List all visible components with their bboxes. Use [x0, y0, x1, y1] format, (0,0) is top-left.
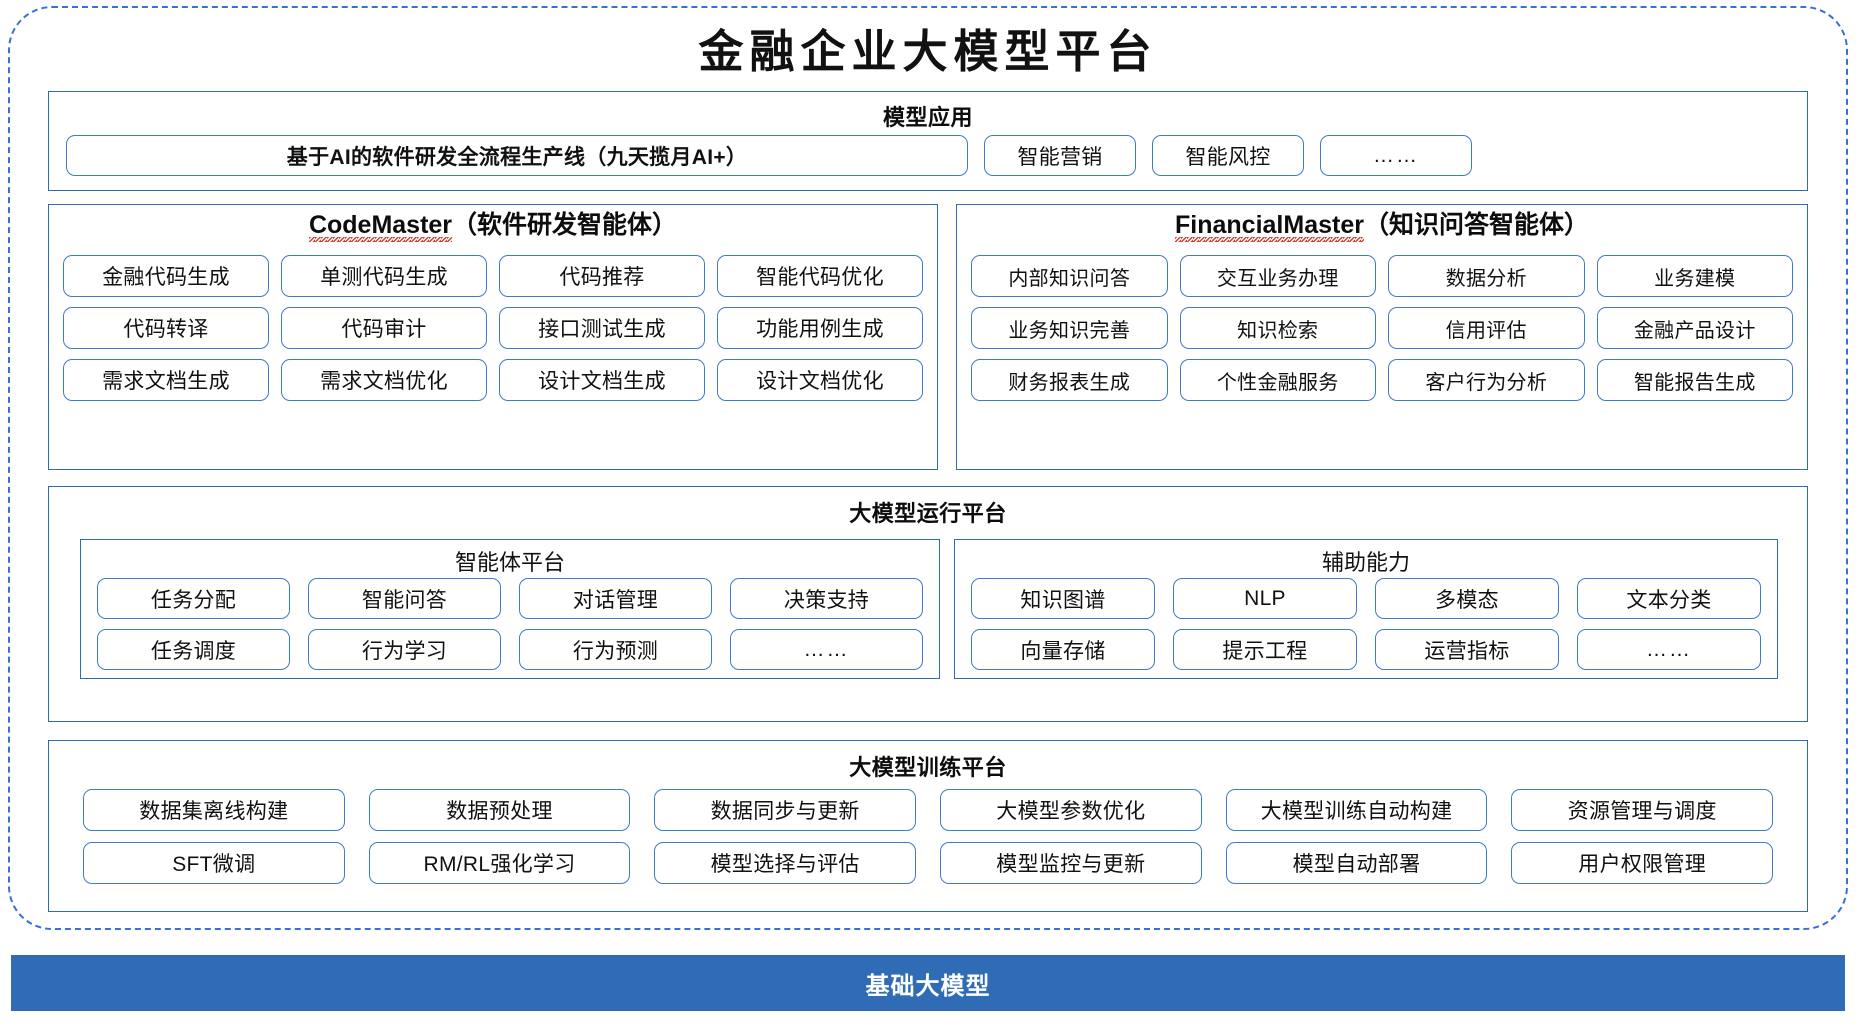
agent-name-en-financialmaster: FinancialMaster [1175, 211, 1364, 242]
financialmaster-pill-1-2[interactable]: 交互业务办理 [1179, 255, 1376, 297]
section-financialmaster: FinancialMaster（知识问答智能体） 内部知识问答 交互业务办理 数… [956, 204, 1808, 470]
codemaster-row-1: 金融代码生成 单测代码生成 代码推荐 智能代码优化 [63, 255, 923, 297]
agent-platform-pill-2-2[interactable]: 行为学习 [308, 629, 501, 670]
agent-platform-row-2: 任务调度 行为学习 行为预测 …… [97, 629, 923, 670]
financialmaster-pill-2-2[interactable]: 知识检索 [1179, 307, 1376, 349]
app-pill-primary[interactable]: 基于AI的软件研发全流程生产线（九天揽月AI+） [66, 135, 968, 176]
aux-capability-pill-2-4[interactable]: …… [1577, 629, 1761, 670]
aux-capability-pill-1-1[interactable]: 知识图谱 [971, 578, 1155, 619]
financialmaster-pill-3-3[interactable]: 客户行为分析 [1388, 359, 1585, 401]
agent-platform-pill-2-1[interactable]: 任务调度 [97, 629, 290, 670]
aux-capability-pill-1-4[interactable]: 文本分类 [1577, 578, 1761, 619]
agent-name-cn-codemaster: （软件研发智能体） [452, 211, 678, 239]
agent-platform-pill-1-1[interactable]: 任务分配 [97, 578, 290, 619]
training-platform-grid: 数据集离线构建 数据预处理 数据同步与更新 大模型参数优化 大模型训练自动构建 … [83, 789, 1774, 884]
financialmaster-pill-1-1[interactable]: 内部知识问答 [971, 255, 1168, 297]
agent-platform-pill-1-2[interactable]: 智能问答 [308, 578, 501, 619]
section-title-model-application: 模型应用 [882, 105, 973, 130]
panel-agent-platform: 智能体平台 任务分配 智能问答 对话管理 决策支持 任务调度 行为学习 行为预测… [80, 539, 940, 679]
financialmaster-grid: 内部知识问答 交互业务办理 数据分析 业务建模 业务知识完善 知识检索 信用评估… [971, 255, 1793, 401]
codemaster-grid: 金融代码生成 单测代码生成 代码推荐 智能代码优化 代码转译 代码审计 接口测试… [63, 255, 923, 401]
training-pill-1-1[interactable]: 数据集离线构建 [83, 789, 345, 831]
training-pill-2-6[interactable]: 用户权限管理 [1511, 842, 1774, 884]
agent-platform-pill-2-4[interactable]: …… [730, 629, 923, 670]
aux-capability-row-1: 知识图谱 NLP 多模态 文本分类 [971, 578, 1761, 619]
financialmaster-pill-3-2[interactable]: 个性金融服务 [1179, 359, 1376, 401]
training-pill-1-4[interactable]: 大模型参数优化 [940, 789, 1202, 831]
codemaster-pill-2-2[interactable]: 代码审计 [281, 307, 487, 349]
agent-name-cn-financialmaster: （知识问答智能体） [1363, 211, 1589, 239]
aux-capability-pill-2-2[interactable]: 提示工程 [1173, 629, 1357, 670]
aux-capability-pill-2-3[interactable]: 运营指标 [1375, 629, 1559, 670]
agent-platform-grid: 任务分配 智能问答 对话管理 决策支持 任务调度 行为学习 行为预测 …… [97, 578, 923, 670]
codemaster-pill-1-2[interactable]: 单测代码生成 [281, 255, 487, 297]
training-pill-1-6[interactable]: 资源管理与调度 [1511, 789, 1774, 831]
aux-capability-grid: 知识图谱 NLP 多模态 文本分类 向量存储 提示工程 运营指标 …… [971, 578, 1761, 670]
training-pill-2-2[interactable]: RM/RL强化学习 [368, 842, 631, 884]
agent-platform-pill-2-3[interactable]: 行为预测 [519, 629, 712, 670]
page-title: 金融企业大模型平台 [698, 25, 1158, 78]
codemaster-pill-2-3[interactable]: 接口测试生成 [499, 307, 705, 349]
codemaster-pill-3-2[interactable]: 需求文档优化 [281, 359, 487, 401]
codemaster-pill-2-1[interactable]: 代码转译 [63, 307, 269, 349]
section-title-training-platform: 大模型训练平台 [849, 755, 1007, 780]
aux-capability-row-2: 向量存储 提示工程 运营指标 …… [971, 629, 1761, 670]
training-pill-1-5[interactable]: 大模型训练自动构建 [1225, 789, 1488, 831]
training-pill-2-3[interactable]: 模型选择与评估 [654, 842, 917, 884]
panel-title-aux-capability: 辅助能力 [1321, 550, 1410, 575]
panel-title-agent-platform: 智能体平台 [454, 550, 565, 575]
training-pill-2-5[interactable]: 模型自动部署 [1225, 842, 1488, 884]
training-platform-row-1: 数据集离线构建 数据预处理 数据同步与更新 大模型参数优化 大模型训练自动构建 … [83, 789, 1774, 831]
app-pill-marketing[interactable]: 智能营销 [984, 135, 1136, 176]
aux-capability-pill-2-1[interactable]: 向量存储 [971, 629, 1155, 670]
section-codemaster: CodeMaster（软件研发智能体） 金融代码生成 单测代码生成 代码推荐 智… [48, 204, 938, 470]
financialmaster-row-3: 财务报表生成 个性金融服务 客户行为分析 智能报告生成 [971, 359, 1793, 401]
base-model-label: 基础大模型 [865, 972, 991, 1000]
base-model-bar: 基础大模型 [11, 955, 1845, 1011]
app-pill-more[interactable]: …… [1320, 135, 1472, 176]
aux-capability-pill-1-3[interactable]: 多模态 [1375, 578, 1559, 619]
codemaster-pill-1-1[interactable]: 金融代码生成 [63, 255, 269, 297]
outer-dashed-frame [8, 6, 1848, 930]
codemaster-pill-2-4[interactable]: 功能用例生成 [717, 307, 923, 349]
section-training-platform: 大模型训练平台 数据集离线构建 数据预处理 数据同步与更新 大模型参数优化 大模… [48, 740, 1808, 912]
model-application-row: 基于AI的软件研发全流程生产线（九天揽月AI+） 智能营销 智能风控 …… [66, 135, 1792, 176]
financialmaster-pill-2-4[interactable]: 金融产品设计 [1596, 307, 1793, 349]
training-platform-row-2: SFT微调 RM/RL强化学习 模型选择与评估 模型监控与更新 模型自动部署 用… [83, 842, 1774, 884]
training-pill-2-4[interactable]: 模型监控与更新 [940, 842, 1202, 884]
financialmaster-pill-2-1[interactable]: 业务知识完善 [971, 307, 1168, 349]
agent-platform-pill-1-4[interactable]: 决策支持 [730, 578, 923, 619]
financialmaster-pill-2-3[interactable]: 信用评估 [1388, 307, 1585, 349]
codemaster-pill-3-1[interactable]: 需求文档生成 [63, 359, 269, 401]
section-title-runtime-platform: 大模型运行平台 [849, 501, 1007, 526]
financialmaster-row-1: 内部知识问答 交互业务办理 数据分析 业务建模 [971, 255, 1793, 297]
section-runtime-platform: 大模型运行平台 智能体平台 任务分配 智能问答 对话管理 决策支持 任务调度 行… [48, 486, 1808, 722]
training-pill-1-3[interactable]: 数据同步与更新 [654, 789, 917, 831]
agent-name-en-codemaster: CodeMaster [308, 211, 453, 242]
codemaster-pill-3-4[interactable]: 设计文档优化 [717, 359, 923, 401]
codemaster-row-3: 需求文档生成 需求文档优化 设计文档生成 设计文档优化 [63, 359, 923, 401]
aux-capability-pill-1-2[interactable]: NLP [1173, 578, 1357, 619]
section-model-application: 模型应用 基于AI的软件研发全流程生产线（九天揽月AI+） 智能营销 智能风控 … [48, 91, 1808, 191]
training-pill-1-2[interactable]: 数据预处理 [368, 789, 631, 831]
financialmaster-pill-3-4[interactable]: 智能报告生成 [1596, 359, 1793, 401]
codemaster-row-2: 代码转译 代码审计 接口测试生成 功能用例生成 [63, 307, 923, 349]
agent-platform-row-1: 任务分配 智能问答 对话管理 决策支持 [97, 578, 923, 619]
app-pill-risk-control[interactable]: 智能风控 [1152, 135, 1304, 176]
codemaster-pill-3-3[interactable]: 设计文档生成 [499, 359, 705, 401]
agent-platform-pill-1-3[interactable]: 对话管理 [519, 578, 712, 619]
financialmaster-row-2: 业务知识完善 知识检索 信用评估 金融产品设计 [971, 307, 1793, 349]
financialmaster-pill-1-4[interactable]: 业务建模 [1596, 255, 1793, 297]
agent-title-codemaster: CodeMaster（软件研发智能体） [49, 211, 937, 242]
financialmaster-pill-1-3[interactable]: 数据分析 [1388, 255, 1585, 297]
panel-aux-capability: 辅助能力 知识图谱 NLP 多模态 文本分类 向量存储 提示工程 运营指标 …… [954, 539, 1778, 679]
codemaster-pill-1-3[interactable]: 代码推荐 [499, 255, 705, 297]
financialmaster-pill-3-1[interactable]: 财务报表生成 [971, 359, 1168, 401]
agent-title-financialmaster: FinancialMaster（知识问答智能体） [957, 211, 1807, 242]
codemaster-pill-1-4[interactable]: 智能代码优化 [717, 255, 923, 297]
training-pill-2-1[interactable]: SFT微调 [83, 842, 345, 884]
